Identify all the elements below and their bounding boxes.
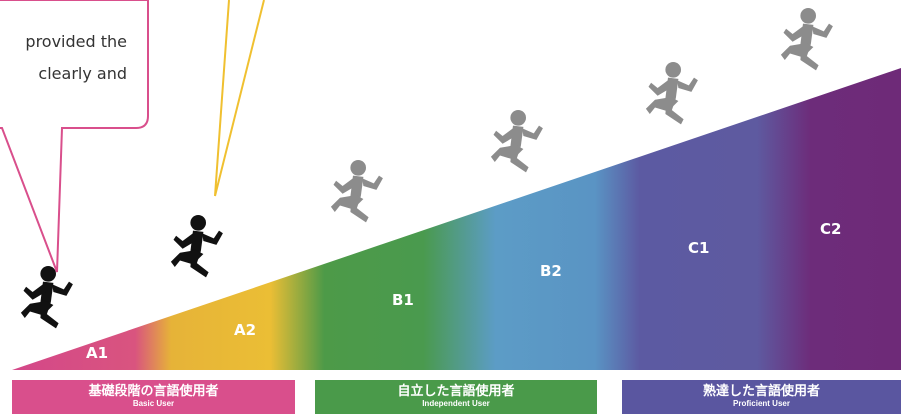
level-label-a2: A2 <box>234 321 256 339</box>
band-basic-user-en: Basic User <box>132 399 175 408</box>
level-label-c1: C1 <box>688 239 709 257</box>
band-proficient-user-en: Proficient User <box>733 399 790 408</box>
runner-icon <box>330 160 383 223</box>
level-label-b2: B2 <box>540 262 562 280</box>
speech-bubble-pink: provided the clearly and <box>0 0 149 273</box>
band-proficient-user-jp: 熟達した言語使用者 <box>702 384 820 399</box>
band-independent-user-en: Independent User <box>422 399 490 408</box>
band-proficient-user: 熟達した言語使用者 Proficient User <box>622 380 901 414</box>
speech-bubble-yellow-tail <box>214 0 265 197</box>
level-label-a1: A1 <box>86 344 108 362</box>
speech-bubble-line-2: clearly and <box>38 64 127 83</box>
band-independent-user-jp: 自立した言語使用者 <box>397 384 515 399</box>
runner-icon <box>490 110 543 173</box>
band-basic-user-jp: 基礎段階の言語使用者 <box>88 384 219 399</box>
level-ramp <box>12 68 901 370</box>
runner-icon <box>645 62 698 125</box>
runner-icon <box>780 8 833 71</box>
speech-bubble-line-1: provided the <box>25 32 127 51</box>
runner-icon <box>170 215 223 278</box>
level-label-c2: C2 <box>820 220 841 238</box>
runner-icon <box>20 266 73 329</box>
band-basic-user: 基礎段階の言語使用者 Basic User <box>12 380 295 414</box>
band-independent-user: 自立した言語使用者 Independent User <box>315 380 597 414</box>
level-label-b1: B1 <box>392 291 414 309</box>
